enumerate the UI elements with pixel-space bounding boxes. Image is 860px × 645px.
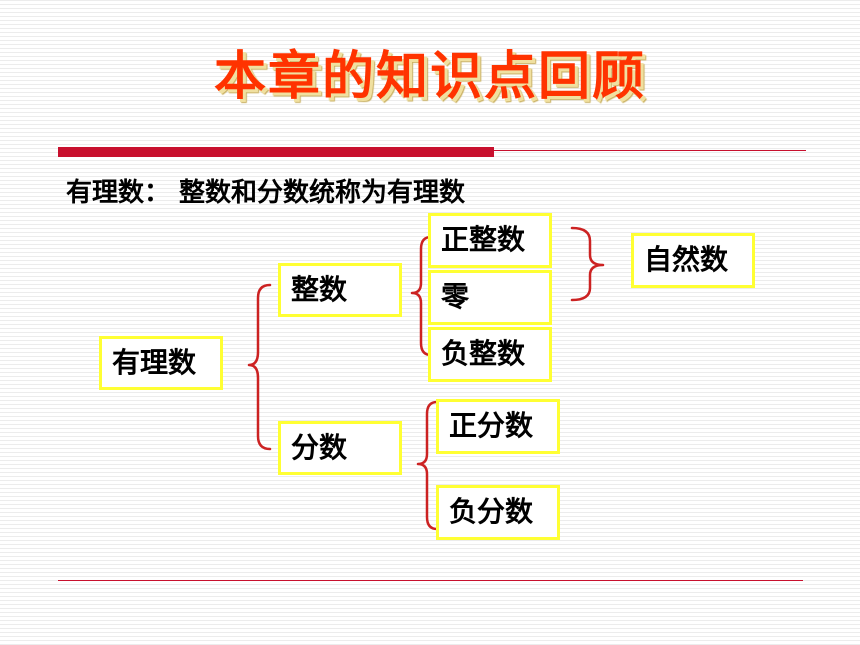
node-natural-number: 自然数 bbox=[631, 233, 755, 288]
node-positive-fraction: 正分数 bbox=[436, 399, 560, 454]
node-rational-number: 有理数 bbox=[99, 336, 223, 390]
footer-divider bbox=[58, 580, 803, 581]
node-zero: 零 bbox=[428, 270, 552, 325]
title-underline-thin bbox=[494, 150, 806, 151]
title-underline-thick bbox=[58, 147, 494, 157]
page-title: 本章的知识点回顾 bbox=[213, 47, 646, 107]
brace-natural bbox=[570, 226, 605, 302]
node-negative-fraction: 负分数 bbox=[436, 485, 560, 540]
node-integer: 整数 bbox=[278, 263, 402, 317]
brace-fraction bbox=[416, 400, 439, 531]
node-fraction: 分数 bbox=[278, 421, 402, 475]
node-positive-integer: 正整数 bbox=[428, 213, 552, 268]
brace-rational bbox=[247, 283, 272, 451]
node-negative-integer: 负整数 bbox=[428, 327, 552, 382]
definition-text: 有理数： 整数和分数统称为有理数 bbox=[66, 178, 466, 208]
